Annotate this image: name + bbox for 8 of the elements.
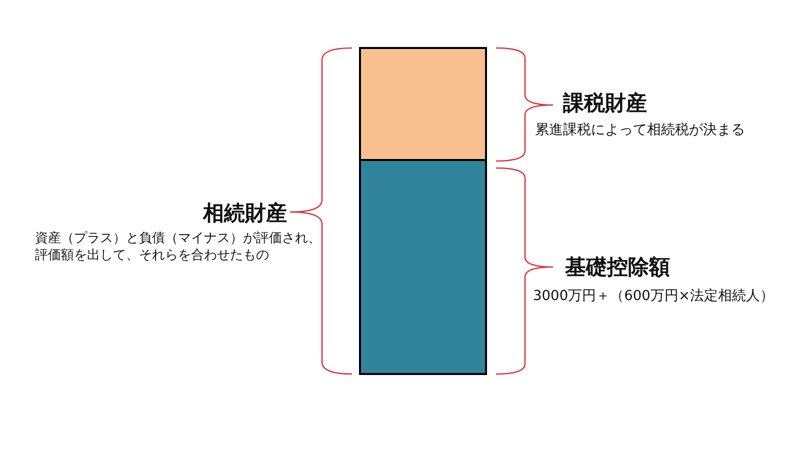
description: 資産（プラス）と負債（マイナス）が評価され、評価額を出して、それらを合わせたもの [35,231,322,264]
description: 3000万円＋（600万円×法定相続人） [533,288,774,306]
heading: 相続財産 [203,200,287,227]
description: 累進課税によって相続税が決まる [535,122,745,140]
bar-segment [359,161,487,375]
heading: 課税財産 [563,90,647,117]
bar-segment [359,47,487,161]
heading: 基礎控除額 [565,254,670,281]
